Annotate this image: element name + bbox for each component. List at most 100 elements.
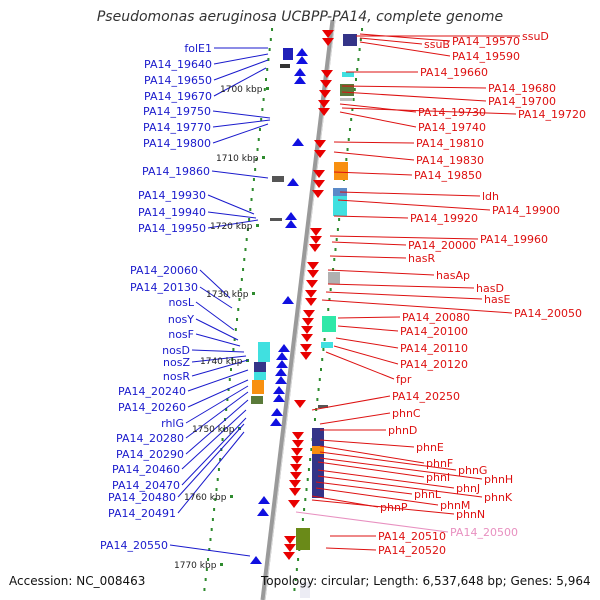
gene-arrow-reverse <box>314 140 326 148</box>
gene-label-left: PA14_20470 <box>112 479 180 492</box>
track-dot <box>214 498 217 501</box>
gene-label-left: PA14_19650 <box>144 74 212 87</box>
gene-label-left: PA14_19640 <box>144 58 212 71</box>
track-dot <box>248 218 251 221</box>
track-dot <box>333 258 336 261</box>
track-dot <box>321 358 324 361</box>
cog-block <box>252 380 264 394</box>
gene-label-left: PA14_19930 <box>138 189 206 202</box>
leader-line <box>325 291 483 300</box>
track-dot <box>267 58 270 61</box>
scale-label: 1760 kbp <box>184 493 227 503</box>
gene-label-right: PA14_19810 <box>416 137 484 150</box>
leader-line <box>337 325 399 332</box>
track-dot <box>258 128 261 131</box>
gene-arrow-forward <box>278 344 290 352</box>
track-dot <box>294 578 297 581</box>
cog-block <box>283 48 293 60</box>
gene-label-right: phnL <box>414 488 442 501</box>
leader-line <box>339 111 417 128</box>
gene-arrow-reverse <box>284 536 296 544</box>
gene-arrow-reverse <box>289 488 301 496</box>
gene-label-right: PA14_19660 <box>420 66 488 79</box>
leader-line <box>212 119 271 128</box>
track-dot <box>347 138 350 141</box>
gene-arrow-forward <box>276 360 288 368</box>
leader-line <box>212 110 271 119</box>
gene-arrow-reverse <box>307 270 319 278</box>
track-dot <box>313 418 316 421</box>
gene-arrow-reverse <box>310 228 322 236</box>
gene-label-right: ldh <box>482 190 499 203</box>
gene-label-right: PA14_20250 <box>392 390 460 403</box>
scale-label: 1740 kbp <box>200 357 243 367</box>
gene-arrow-reverse <box>307 262 319 270</box>
gene-label-right: phnM <box>440 499 470 512</box>
gene-arrow-reverse <box>313 170 325 178</box>
gene-arrow-reverse <box>291 448 303 456</box>
gene-label-left: PA14_20240 <box>118 385 186 398</box>
gene-arrow-reverse <box>300 344 312 352</box>
gene-arrow-reverse <box>305 298 317 306</box>
leader-line <box>191 355 247 363</box>
leader-line <box>319 451 457 471</box>
scale-tick <box>252 292 255 295</box>
cog-block <box>318 405 328 408</box>
track-dot <box>350 118 353 121</box>
gene-arrow-reverse <box>322 38 334 46</box>
gene-label-right: PA14_19590 <box>452 50 520 63</box>
gene-label-right: PA14_20080 <box>402 311 470 324</box>
leader-line <box>317 461 425 478</box>
gene-arrow-reverse <box>322 30 334 38</box>
track-dot <box>263 88 266 91</box>
leader-line <box>339 191 481 197</box>
track-dot <box>209 538 212 541</box>
gene-label-right: PA14_19900 <box>492 204 560 217</box>
track-dot <box>336 228 339 231</box>
track-dot <box>295 568 298 571</box>
track-dot <box>239 288 242 291</box>
track-dot <box>232 348 235 351</box>
gene-arrow-reverse <box>292 432 304 440</box>
gene-label-left: PA14_19800 <box>143 137 211 150</box>
scale-tick <box>266 87 269 90</box>
gene-label-right: phnF <box>426 457 453 470</box>
gene-label-right: PA14_19700 <box>488 95 556 108</box>
track-dot <box>301 518 304 521</box>
leader-line <box>212 123 269 144</box>
gene-label-left: nosF <box>168 328 194 341</box>
gene-label-right: phnK <box>484 491 513 504</box>
track-dot <box>352 98 355 101</box>
gene-label-left: PA14_20280 <box>116 432 184 445</box>
leader-line <box>359 37 423 45</box>
track-dot <box>211 518 214 521</box>
track-dot <box>265 78 267 81</box>
gene-label-right: PA14_20000 <box>408 239 476 252</box>
track-dot <box>233 338 236 341</box>
gene-label-left: PA14_20130 <box>130 281 198 294</box>
track-dot <box>297 558 300 561</box>
leader-line <box>321 299 513 314</box>
scale-label: 1730 kbp <box>206 290 249 300</box>
scale-label: 1710 kbp <box>216 154 259 164</box>
gene-arrow-reverse <box>294 400 306 408</box>
track-dot <box>203 588 206 591</box>
leader-line <box>341 85 487 89</box>
leader-line <box>329 235 479 240</box>
gene-arrow-forward <box>282 296 294 304</box>
track-dot <box>250 198 253 201</box>
accession-text: Accession: NC_008463 <box>9 574 146 588</box>
scale-tick <box>220 563 223 566</box>
gene-label-left: PA14_20260 <box>118 401 186 414</box>
track-dot <box>303 508 306 511</box>
gene-label-right: PA14_19850 <box>414 169 482 182</box>
gene-label-right: phnG <box>458 464 487 477</box>
gene-arrow-forward <box>285 220 297 228</box>
track-dot <box>237 308 240 311</box>
cog-block <box>280 64 290 68</box>
leader-line <box>213 67 267 97</box>
track-dot <box>346 148 349 151</box>
gene-label-right: hasR <box>408 252 435 265</box>
gene-label-right: PA14_20520 <box>378 544 446 557</box>
gene-label-right: phnP <box>380 501 408 514</box>
